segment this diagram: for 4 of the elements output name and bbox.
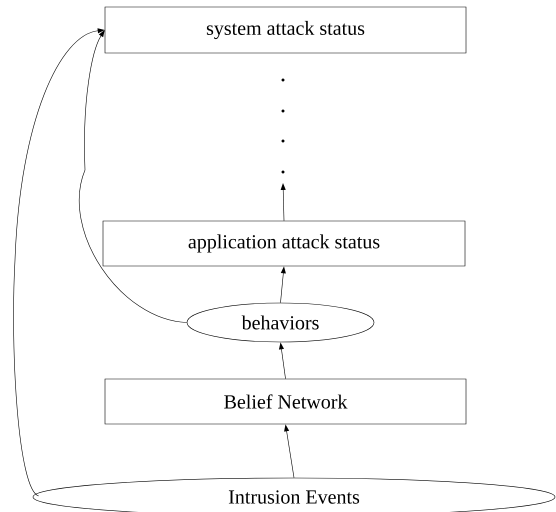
arrow [78,30,187,323]
process-box: application attack status [102,220,466,266]
process-box: Belief Network [104,378,466,424]
process-box: system attack status [104,6,466,54]
